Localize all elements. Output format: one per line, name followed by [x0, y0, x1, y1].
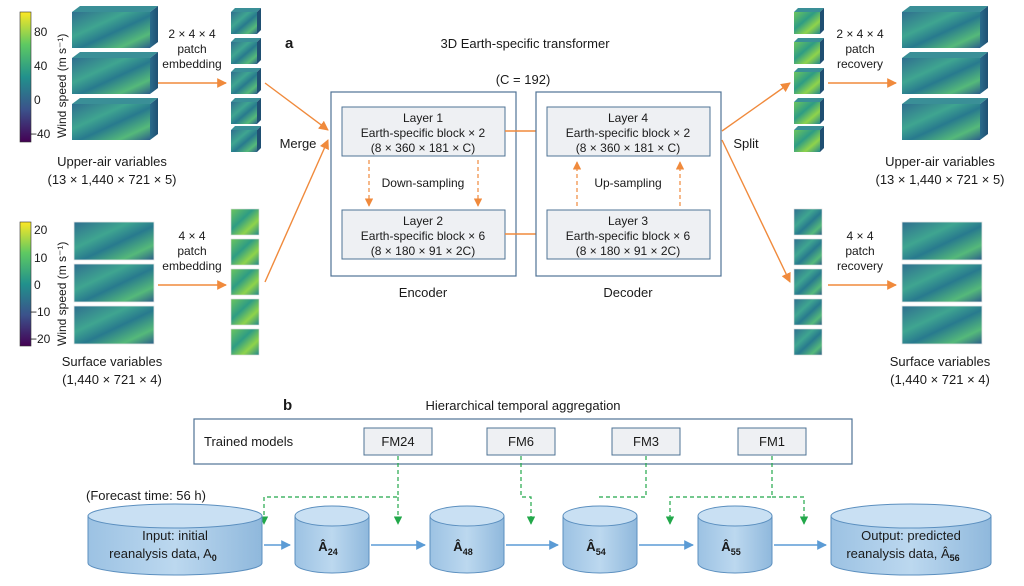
upper-colorbar-tick: −40 — [30, 127, 51, 141]
layer-3-box: Layer 3 Earth-specific block × 6 (8 × 18… — [546, 209, 711, 260]
encoder-label: Encoder — [399, 285, 448, 300]
panel-b-letter: b — [283, 397, 292, 414]
state-cylinder-54: Â54 — [562, 505, 638, 574]
surface-input-maps — [73, 221, 155, 345]
state-54-label: Â54 — [586, 539, 605, 557]
upper-embedded-patches — [231, 8, 261, 152]
surface-colorbar-tick: 0 — [34, 278, 41, 292]
upper-colorbar-tick: 80 — [34, 25, 48, 39]
split-arrow-upper — [721, 82, 791, 132]
model-fm6: FM6 — [486, 427, 556, 456]
upper-output-dims: (13 × 1,440 × 721 × 5) — [875, 172, 1004, 187]
surface-embed-text: patch — [177, 244, 206, 258]
state-cylinder-48: Â48 — [429, 505, 505, 574]
input-cylinder: Input: initial reanalysis data, A0 — [87, 503, 263, 576]
panel-a-letter: a — [285, 35, 294, 52]
state-55-label: Â55 — [721, 539, 740, 557]
surface-embed-text: embedding — [162, 259, 221, 273]
trained-models-label: Trained models — [204, 434, 294, 449]
layer-3-shape: (8 × 180 × 91 × 2C) — [576, 244, 680, 258]
upper-input-label: Upper-air variables — [57, 154, 167, 169]
upper-recovery-text: patch — [845, 42, 874, 56]
layer-4-block: Earth-specific block × 2 — [566, 126, 691, 140]
layer-4-box: Layer 4 Earth-specific block × 2 (8 × 36… — [546, 106, 711, 157]
state-48-label: Â48 — [453, 539, 472, 557]
surface-embedded-patches — [230, 208, 260, 356]
state-cylinder-55: Â55 — [697, 505, 773, 574]
surface-colorbar-tick: 10 — [34, 251, 48, 265]
model-connectors — [259, 456, 809, 525]
model-fm3: FM3 — [611, 427, 681, 456]
model-fm1-label: FM1 — [759, 434, 785, 449]
surface-embed-text: 4 × 4 — [178, 229, 205, 243]
upper-colorbar-tick: 0 — [34, 93, 41, 107]
upper-recovery-text: recovery — [837, 57, 883, 71]
layer-1-block: Earth-specific block × 2 — [361, 126, 486, 140]
state-24-label: Â24 — [318, 539, 337, 557]
upper-embed-text: embedding — [162, 57, 221, 71]
up-sampling-label: Up-sampling — [594, 176, 661, 190]
upper-colorbar: 80 40 0 −40 Wind speed (m s⁻¹) — [19, 11, 69, 143]
upper-colorbar-tick: 40 — [34, 59, 48, 73]
panel-a-title: 3D Earth-specific transformer — [440, 36, 610, 51]
down-sampling-label: Down-sampling — [382, 176, 465, 190]
surface-output-dims: (1,440 × 721 × 4) — [890, 372, 990, 387]
surface-colorbar-tick: −10 — [30, 305, 51, 319]
upper-colorbar-label: Wind speed (m s⁻¹) — [55, 34, 69, 138]
forecast-time-label: (Forecast time: 56 h) — [86, 488, 206, 503]
surface-output-patches — [793, 208, 823, 356]
upper-air-input-stack — [72, 6, 158, 140]
upper-air-output-stack — [902, 6, 988, 140]
input-label-line2: reanalysis data, A0 — [109, 546, 217, 563]
output-label-line2: reanalysis data, Â56 — [846, 546, 959, 563]
upper-recovery-text: 2 × 4 × 4 — [836, 27, 884, 41]
split-label: Split — [733, 136, 759, 151]
surface-colorbar-tick: −20 — [30, 332, 51, 346]
surface-colorbar-label: Wind speed (m s⁻¹) — [55, 242, 69, 346]
merge-arrow-surface — [264, 139, 329, 283]
model-fm24: FM24 — [363, 427, 433, 456]
split-arrow-surface — [721, 139, 791, 283]
layer-3-block: Earth-specific block × 6 — [566, 229, 691, 243]
layer-1-name: Layer 1 — [403, 111, 443, 125]
merge-arrow-upper — [264, 82, 329, 131]
layer-2-shape: (8 × 180 × 91 × 2C) — [371, 244, 475, 258]
upper-embed-text: 2 × 4 × 4 — [168, 27, 216, 41]
model-fm24-label: FM24 — [381, 434, 414, 449]
surface-colorbar: 20 10 0 −10 −20 Wind speed (m s⁻¹) — [19, 221, 69, 347]
layer-2-name: Layer 2 — [403, 214, 443, 228]
layer-1-shape: (8 × 360 × 181 × C) — [371, 141, 475, 155]
surface-recovery-text: patch — [845, 244, 874, 258]
surface-input-dims: (1,440 × 721 × 4) — [62, 372, 162, 387]
channels-label: (C = 192) — [496, 72, 551, 87]
decoder-label: Decoder — [603, 285, 653, 300]
surface-colorbar-tick: 20 — [34, 223, 48, 237]
input-label-line1: Input: initial — [142, 528, 208, 543]
layer-4-name: Layer 4 — [608, 111, 648, 125]
model-fm3-label: FM3 — [633, 434, 659, 449]
surface-recovery-text: 4 × 4 — [846, 229, 873, 243]
surface-input-label: Surface variables — [62, 354, 163, 369]
upper-output-patches — [794, 8, 824, 152]
state-cylinder-24: Â24 — [294, 505, 370, 574]
upper-output-label: Upper-air variables — [885, 154, 995, 169]
surface-recovery-text: recovery — [837, 259, 883, 273]
surface-output-maps — [901, 221, 983, 345]
upper-input-dims: (13 × 1,440 × 721 × 5) — [47, 172, 176, 187]
merge-label: Merge — [280, 136, 317, 151]
output-label-line1: Output: predicted — [861, 528, 961, 543]
layer-4-shape: (8 × 360 × 181 × C) — [576, 141, 680, 155]
layer-1-box: Layer 1 Earth-specific block × 2 (8 × 36… — [341, 106, 506, 157]
surface-output-label: Surface variables — [890, 354, 991, 369]
upper-embed-text: patch — [177, 42, 206, 56]
layer-2-box: Layer 2 Earth-specific block × 6 (8 × 18… — [341, 209, 506, 260]
panel-b-title: Hierarchical temporal aggregation — [425, 398, 620, 413]
layer-2-block: Earth-specific block × 6 — [361, 229, 486, 243]
model-fm1: FM1 — [737, 427, 807, 456]
layer-3-name: Layer 3 — [608, 214, 648, 228]
output-cylinder: Output: predicted reanalysis data, Â56 — [830, 503, 992, 576]
model-fm6-label: FM6 — [508, 434, 534, 449]
